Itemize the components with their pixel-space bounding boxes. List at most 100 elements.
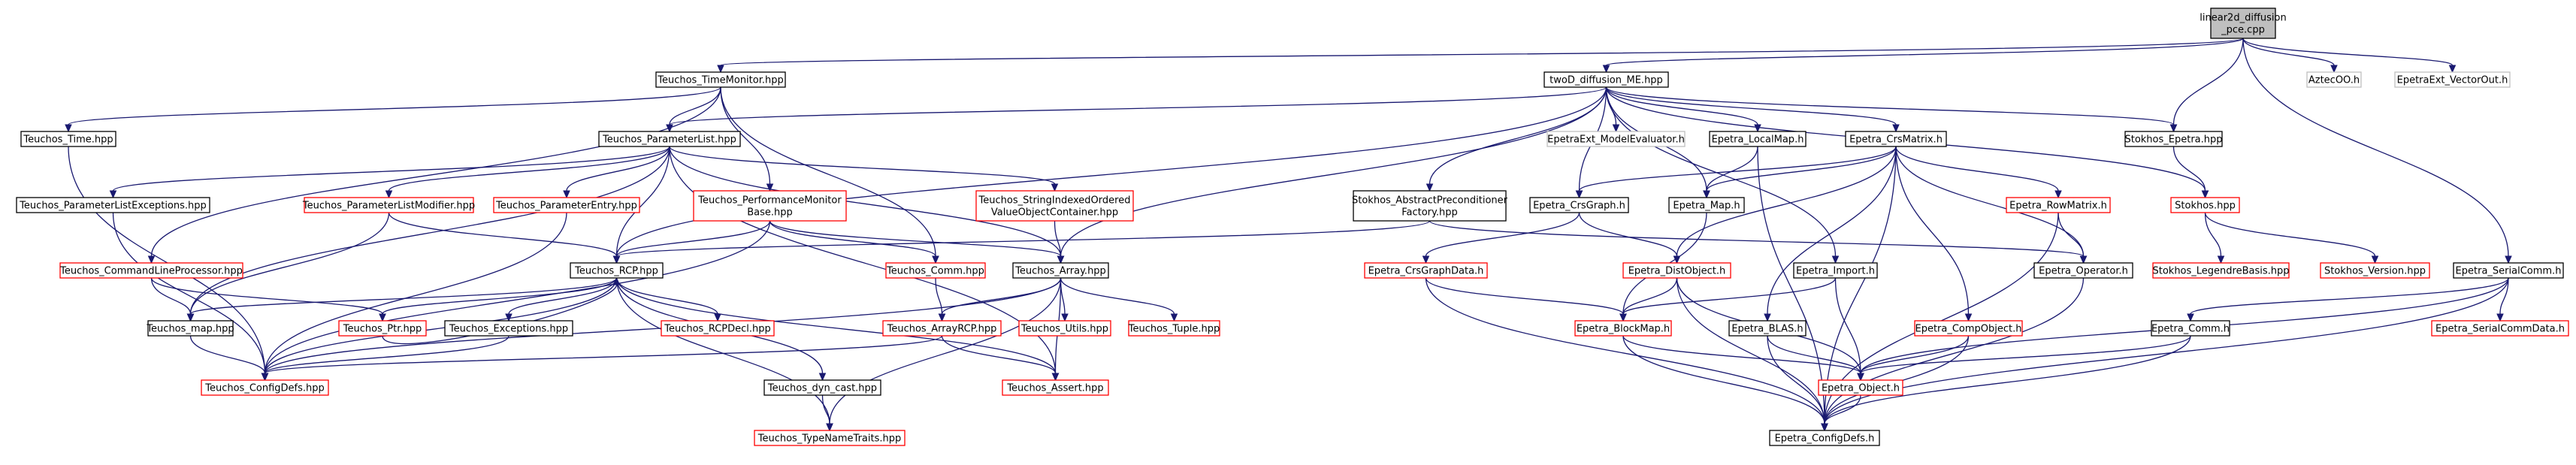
file-node-distobj[interactable]: Epetra_DistObject.h xyxy=(1622,262,1731,279)
file-node-compobj[interactable]: Epetra_CompObject.h xyxy=(1914,320,2023,337)
edge-line xyxy=(615,220,1431,257)
file-node-configdefs[interactable]: Teuchos_ConfigDefs.hpp xyxy=(201,379,329,396)
node-box xyxy=(2394,71,2511,88)
dependency-edge xyxy=(186,277,618,322)
node-box xyxy=(661,320,775,337)
edge-line xyxy=(1824,146,1897,424)
file-node-texc[interactable]: Teuchos_Exceptions.hpp xyxy=(444,320,573,337)
file-node-legendre[interactable]: Stokhos_LegendreBasis.hpp xyxy=(2152,262,2290,279)
file-node-emap[interactable]: Epetra_Map.h xyxy=(1668,197,1745,213)
edge-line xyxy=(2057,212,2085,257)
edge-line xyxy=(1605,86,2175,125)
file-node-ecomm[interactable]: Epetra_Comm.h xyxy=(2151,320,2230,337)
dependency-edge xyxy=(2187,277,2509,322)
file-node-tarray[interactable]: Teuchos_Array.hpp xyxy=(1012,262,1109,279)
dependency-edge xyxy=(769,220,939,264)
node-box xyxy=(1018,320,1111,337)
file-node-tptr[interactable]: Teuchos_Ptr.hpp xyxy=(338,320,427,337)
node-label: Teuchos_ParameterListModifier.hpp xyxy=(302,201,475,212)
arrowhead xyxy=(1057,255,1065,264)
dependency-edge xyxy=(666,86,721,133)
file-node-rowmat[interactable]: Epetra_RowMatrix.h xyxy=(2006,197,2111,213)
edge-line xyxy=(150,277,383,315)
edge-line xyxy=(669,146,1062,257)
file-node-eobject[interactable]: Epetra_Object.h xyxy=(1818,379,1903,396)
file-node-timemon[interactable]: Teuchos_TimeMonitor.hpp xyxy=(655,71,786,88)
file-node-blas[interactable]: Epetra_BLAS.h xyxy=(1728,320,1807,337)
file-node-plistmod[interactable]: Teuchos_ParameterListModifier.hpp xyxy=(302,197,475,213)
file-node-tuple[interactable]: Teuchos_Tuple.hpp xyxy=(1128,320,1220,337)
file-node-utils[interactable]: Teuchos_Utils.hpp xyxy=(1018,320,1111,337)
file-node-stridx[interactable]: Teuchos_StringIndexedOrderedValueObjectC… xyxy=(975,190,1134,222)
file-node-stokep[interactable]: Stokhos_Epetra.hpp xyxy=(2124,131,2223,147)
file-node-crsgdata[interactable]: Epetra_CrsGraphData.h xyxy=(1364,262,1488,279)
edge-line xyxy=(769,220,1062,257)
node-label: Epetra_Comm.h xyxy=(2151,324,2230,335)
node-label: Teuchos_Exceptions.hpp xyxy=(449,324,568,335)
dependency-edge xyxy=(1895,146,2062,199)
file-node-scdata[interactable]: Epetra_SerialCommData.h xyxy=(2431,320,2569,337)
node-label: Teuchos_CommandLineProcessor.hpp xyxy=(59,266,243,277)
file-node-crsmat[interactable]: Epetra_CrsMatrix.h xyxy=(1845,131,1947,147)
arrowhead xyxy=(818,373,827,382)
node-layer: linear2d_diffusion_pce.cppTeuchos_TimeMo… xyxy=(16,8,2569,446)
node-label: Teuchos_StringIndexedOrdered xyxy=(978,195,1131,207)
file-node-serialcomm[interactable]: Epetra_SerialComm.h xyxy=(2453,262,2564,279)
arrowhead xyxy=(505,313,512,322)
edge-line xyxy=(1706,146,1897,192)
node-box xyxy=(59,262,243,279)
node-label: Epetra_Object.h xyxy=(1822,383,1900,394)
file-node-econfig[interactable]: Epetra_ConfigDefs.h xyxy=(1769,430,1880,446)
dependency-edge xyxy=(379,277,618,322)
file-node-arrayrcp[interactable]: Teuchos_ArrayRCP.hpp xyxy=(882,320,1002,337)
file-node-pentry[interactable]: Teuchos_ParameterEntry.hpp xyxy=(493,197,640,213)
edge-line xyxy=(1622,277,1678,315)
file-node-twod[interactable]: twoD_diffusion_ME.hpp xyxy=(1543,71,1669,88)
file-node-dyncast[interactable]: Teuchos_dyn_cast.hpp xyxy=(763,379,881,396)
file-node-tcomm[interactable]: Teuchos_Comm.hpp xyxy=(885,262,986,279)
dependency-edge xyxy=(1578,212,1681,264)
edge-line xyxy=(112,146,670,192)
file-node-extvec[interactable]: EpetraExt_VectorOut.h xyxy=(2394,71,2511,88)
arrowhead xyxy=(612,255,621,264)
arrowhead xyxy=(2187,313,2194,322)
file-node-operator[interactable]: Epetra_Operator.h xyxy=(2033,262,2133,279)
file-node-import[interactable]: Epetra_Import.h xyxy=(1793,262,1878,279)
file-node-tassert[interactable]: Teuchos_Assert.hpp xyxy=(1002,379,1109,396)
node-box xyxy=(1574,320,1672,337)
node-label: Epetra_CompObject.h xyxy=(1915,324,2021,335)
file-node-root: linear2d_diffusion_pce.cpp xyxy=(2200,8,2287,39)
arrowhead xyxy=(2079,255,2088,264)
file-node-plist[interactable]: Teuchos_ParameterList.hpp xyxy=(598,131,741,147)
file-node-ttime[interactable]: Teuchos_Time.hpp xyxy=(20,131,116,147)
file-node-typename[interactable]: Teuchos_TypeNameTraits.hpp xyxy=(754,430,906,446)
file-node-plistexc[interactable]: Teuchos_ParameterListExceptions.hpp xyxy=(16,197,210,213)
edge-line xyxy=(1767,335,1825,424)
file-node-aztec[interactable]: AztecOO.h xyxy=(2306,71,2362,88)
edge-line xyxy=(1060,277,1066,315)
file-node-stokhpp[interactable]: Stokhos.hpp xyxy=(2170,197,2240,213)
node-label: EpetraExt_VectorOut.h xyxy=(2397,75,2508,86)
edge-line xyxy=(1054,220,1062,257)
file-node-rcpdecl[interactable]: Teuchos_RCPDecl.hpp xyxy=(661,320,775,337)
dependency-edge xyxy=(109,146,670,199)
file-node-stokabs[interactable]: Stokhos_AbstractPreconditionerFactory.hp… xyxy=(1352,190,1508,222)
dependency-edge xyxy=(385,146,670,199)
file-node-crsgraph[interactable]: Epetra_CrsGraph.h xyxy=(1529,197,1629,213)
edge-line xyxy=(1824,277,2085,424)
file-node-stokver[interactable]: Stokhos_Version.hpp xyxy=(2320,262,2430,279)
dependency-edge xyxy=(2172,146,2209,199)
file-node-localmap[interactable]: Epetra_LocalMap.h xyxy=(1709,131,1807,147)
dependency-edge xyxy=(717,38,2244,74)
node-label: EpetraExt_ModelEvaluator.h xyxy=(1547,134,1685,146)
file-node-tmap[interactable]: Teuchos_map.hpp xyxy=(146,320,234,337)
node-box xyxy=(493,197,640,213)
file-node-blockmap[interactable]: Epetra_BlockMap.h xyxy=(1574,320,1672,337)
dependency-edge xyxy=(1767,335,1864,382)
node-box xyxy=(2152,262,2290,279)
file-node-modeleval[interactable]: EpetraExt_ModelEvaluator.h xyxy=(1547,131,1686,147)
node-label: Teuchos_Assert.hpp xyxy=(1006,383,1103,394)
file-node-rcp[interactable]: Teuchos_RCP.hpp xyxy=(570,262,664,279)
file-node-cmdline[interactable]: Teuchos_CommandLineProcessor.hpp xyxy=(59,262,243,279)
